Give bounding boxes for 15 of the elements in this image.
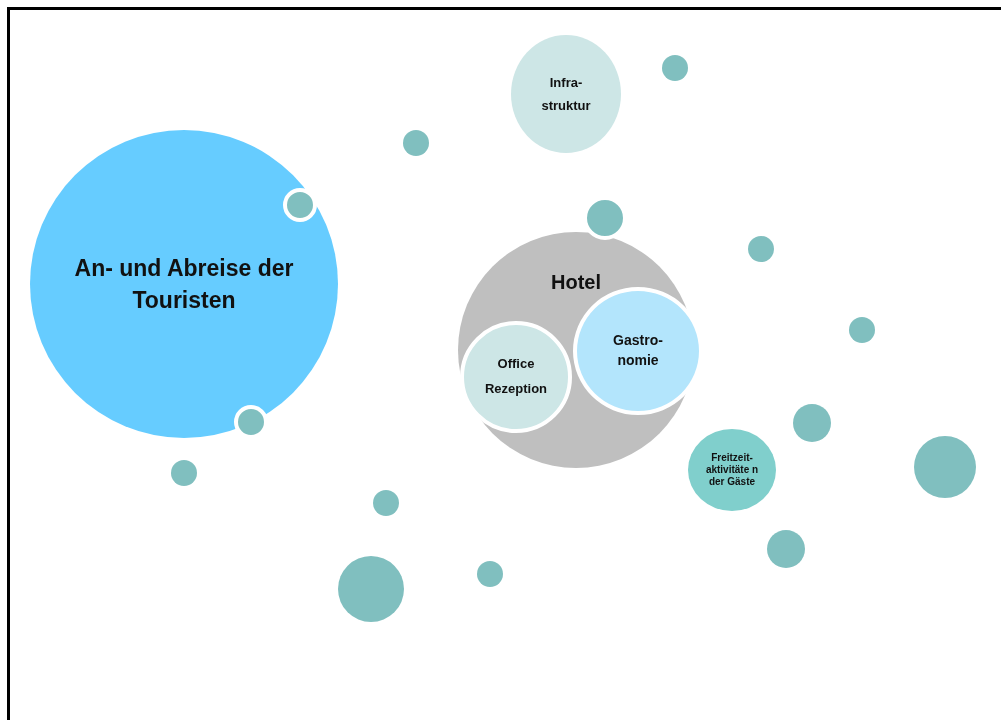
circle-shape xyxy=(849,317,875,343)
bubble-label: Freitzeit- aktivitäte n der Gäste xyxy=(704,452,760,488)
circle-shape xyxy=(171,460,197,486)
circle-shape xyxy=(373,490,399,516)
circle-shape xyxy=(767,530,805,568)
bubble-label: Hotel xyxy=(550,270,602,294)
bubble-label: Infra- struktur xyxy=(540,73,592,115)
circle-shape xyxy=(748,236,774,262)
bubble-label: Gastro- nomie xyxy=(612,331,664,370)
circle-shape xyxy=(793,404,831,442)
circle-shape xyxy=(403,130,429,156)
circle-shape xyxy=(477,561,503,587)
bubble-label: Office Rezeption xyxy=(483,355,549,398)
circle-shape xyxy=(662,55,688,81)
bubble-label: An- und Abreise der Touristen xyxy=(73,253,295,315)
